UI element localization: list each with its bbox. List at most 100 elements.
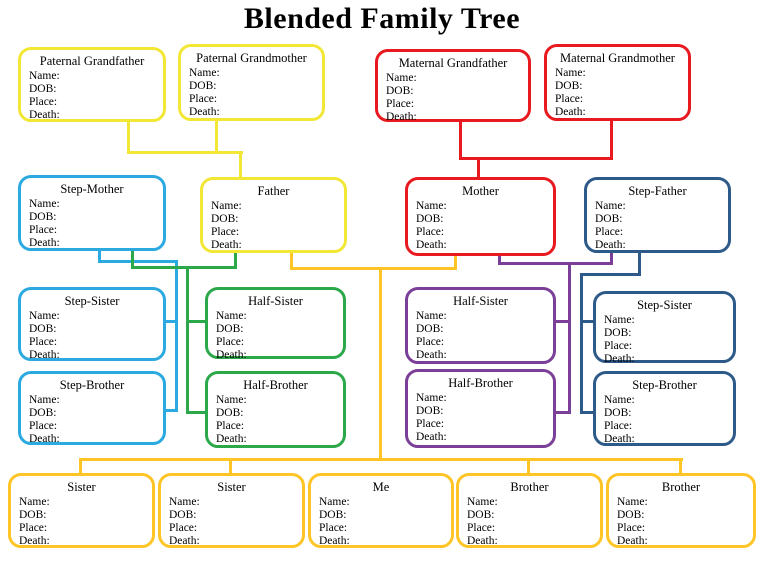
field-label: Death: bbox=[189, 106, 220, 118]
field-label: Death: bbox=[617, 535, 648, 547]
member-fields: Name:DOB:Place:Death: bbox=[21, 393, 163, 446]
field-label: Place: bbox=[555, 93, 584, 105]
field-label: Death: bbox=[29, 349, 60, 361]
connector-father-mother-to-children bbox=[79, 458, 82, 474]
connector-father-step-mother-to-half-siblings bbox=[131, 250, 134, 269]
field-label: Death: bbox=[169, 535, 200, 547]
field-label: DOB: bbox=[416, 323, 444, 335]
field-label: Name: bbox=[604, 314, 635, 326]
field-label: Place: bbox=[416, 226, 445, 238]
field-label: Death: bbox=[29, 109, 60, 121]
member-label-step-sister-right: Step-Sister bbox=[637, 298, 692, 312]
field-label: Death: bbox=[416, 431, 447, 443]
field-label: Death: bbox=[211, 239, 242, 251]
field-label: Name: bbox=[595, 200, 626, 212]
member-label-paternal-grandmother: Paternal Grandmother bbox=[196, 51, 307, 65]
field-label: Name: bbox=[416, 200, 447, 212]
member-label-step-brother-right: Step-Brother bbox=[632, 378, 697, 392]
field-label: Name: bbox=[169, 496, 200, 508]
connector-step-father-to-step-siblings bbox=[580, 273, 641, 276]
member-label-mother: Mother bbox=[462, 184, 499, 198]
field-label: Death: bbox=[29, 433, 60, 445]
member-fields: Name:DOB:Place:Death: bbox=[21, 69, 163, 122]
member-fields: Name:DOB:Place:Death: bbox=[208, 393, 343, 446]
field-label: Name: bbox=[189, 67, 220, 79]
field-label: Place: bbox=[29, 420, 58, 432]
connector-father-step-mother-to-half-siblings bbox=[131, 266, 237, 269]
connector-paternal-grandparents-to-father bbox=[127, 121, 130, 154]
member-fields: Name:DOB:Place:Death: bbox=[609, 495, 753, 548]
connector-step-mother-to-step-siblings bbox=[98, 250, 101, 263]
field-label: Name: bbox=[211, 200, 242, 212]
field-label: Name: bbox=[29, 198, 60, 210]
connector-mother-step-father-to-half-siblings bbox=[568, 262, 571, 414]
field-label: Death: bbox=[604, 433, 635, 445]
field-label: Death: bbox=[386, 111, 417, 123]
member-fields: Name:DOB:Place:Death: bbox=[596, 313, 733, 366]
field-label: DOB: bbox=[29, 211, 57, 223]
member-label-step-sister-left: Step-Sister bbox=[64, 294, 120, 308]
field-label: Name: bbox=[216, 394, 247, 406]
field-label: DOB: bbox=[416, 405, 444, 417]
member-label-half-sister-right: Half-Sister bbox=[453, 294, 508, 308]
member-label-step-mother: Step-Mother bbox=[60, 182, 124, 196]
field-label: Place: bbox=[386, 98, 415, 110]
field-label: Place: bbox=[216, 336, 245, 348]
connector-father-step-mother-to-half-siblings bbox=[186, 320, 207, 323]
field-label: Death: bbox=[19, 535, 50, 547]
member-label-brother-2: Brother bbox=[661, 480, 701, 494]
field-label: Death: bbox=[416, 349, 447, 361]
member-label-maternal-grandmother: Maternal Grandmother bbox=[560, 51, 675, 65]
field-label: Place: bbox=[319, 522, 348, 534]
connector-step-mother-to-step-siblings bbox=[175, 260, 178, 412]
connector-father-mother-to-children bbox=[290, 267, 457, 270]
connector-father-mother-to-children bbox=[527, 458, 530, 474]
field-label: Name: bbox=[617, 496, 648, 508]
field-label: DOB: bbox=[416, 213, 444, 225]
field-label: Death: bbox=[416, 239, 447, 251]
field-label: Name: bbox=[29, 70, 60, 82]
member-fields: Name:DOB:Place:Death: bbox=[587, 199, 728, 252]
field-label: Place: bbox=[19, 522, 48, 534]
connector-step-father-to-step-siblings bbox=[638, 252, 641, 276]
member-label-sister-2: Sister bbox=[217, 480, 246, 494]
connector-father-mother-to-children bbox=[379, 267, 382, 461]
connector-paternal-grandparents-to-father bbox=[215, 119, 218, 154]
field-label: DOB: bbox=[29, 407, 57, 419]
field-label: Death: bbox=[595, 239, 626, 251]
field-label: DOB: bbox=[29, 323, 57, 335]
member-fields: Name:DOB:Place:Death: bbox=[11, 495, 152, 548]
field-label: Death: bbox=[29, 237, 60, 249]
connector-father-mother-to-children bbox=[679, 458, 682, 474]
field-label: Name: bbox=[216, 310, 247, 322]
field-label: DOB: bbox=[595, 213, 623, 225]
connector-father-mother-to-children bbox=[290, 252, 293, 270]
connector-mother-step-father-to-half-siblings bbox=[498, 255, 501, 265]
member-label-maternal-grandfather: Maternal Grandfather bbox=[398, 56, 508, 70]
field-label: Place: bbox=[216, 420, 245, 432]
member-fields: Name:DOB:Place:Death: bbox=[378, 71, 528, 124]
member-label-father: Father bbox=[257, 184, 290, 198]
member-label-me: Me bbox=[372, 480, 390, 494]
field-label: DOB: bbox=[604, 407, 632, 419]
field-label: Place: bbox=[29, 336, 58, 348]
field-label: DOB: bbox=[189, 80, 217, 92]
connector-maternal-grandparents-to-mother bbox=[477, 157, 480, 179]
connector-father-mother-to-children bbox=[79, 458, 683, 461]
field-label: Name: bbox=[19, 496, 50, 508]
field-label: Place: bbox=[604, 340, 633, 352]
